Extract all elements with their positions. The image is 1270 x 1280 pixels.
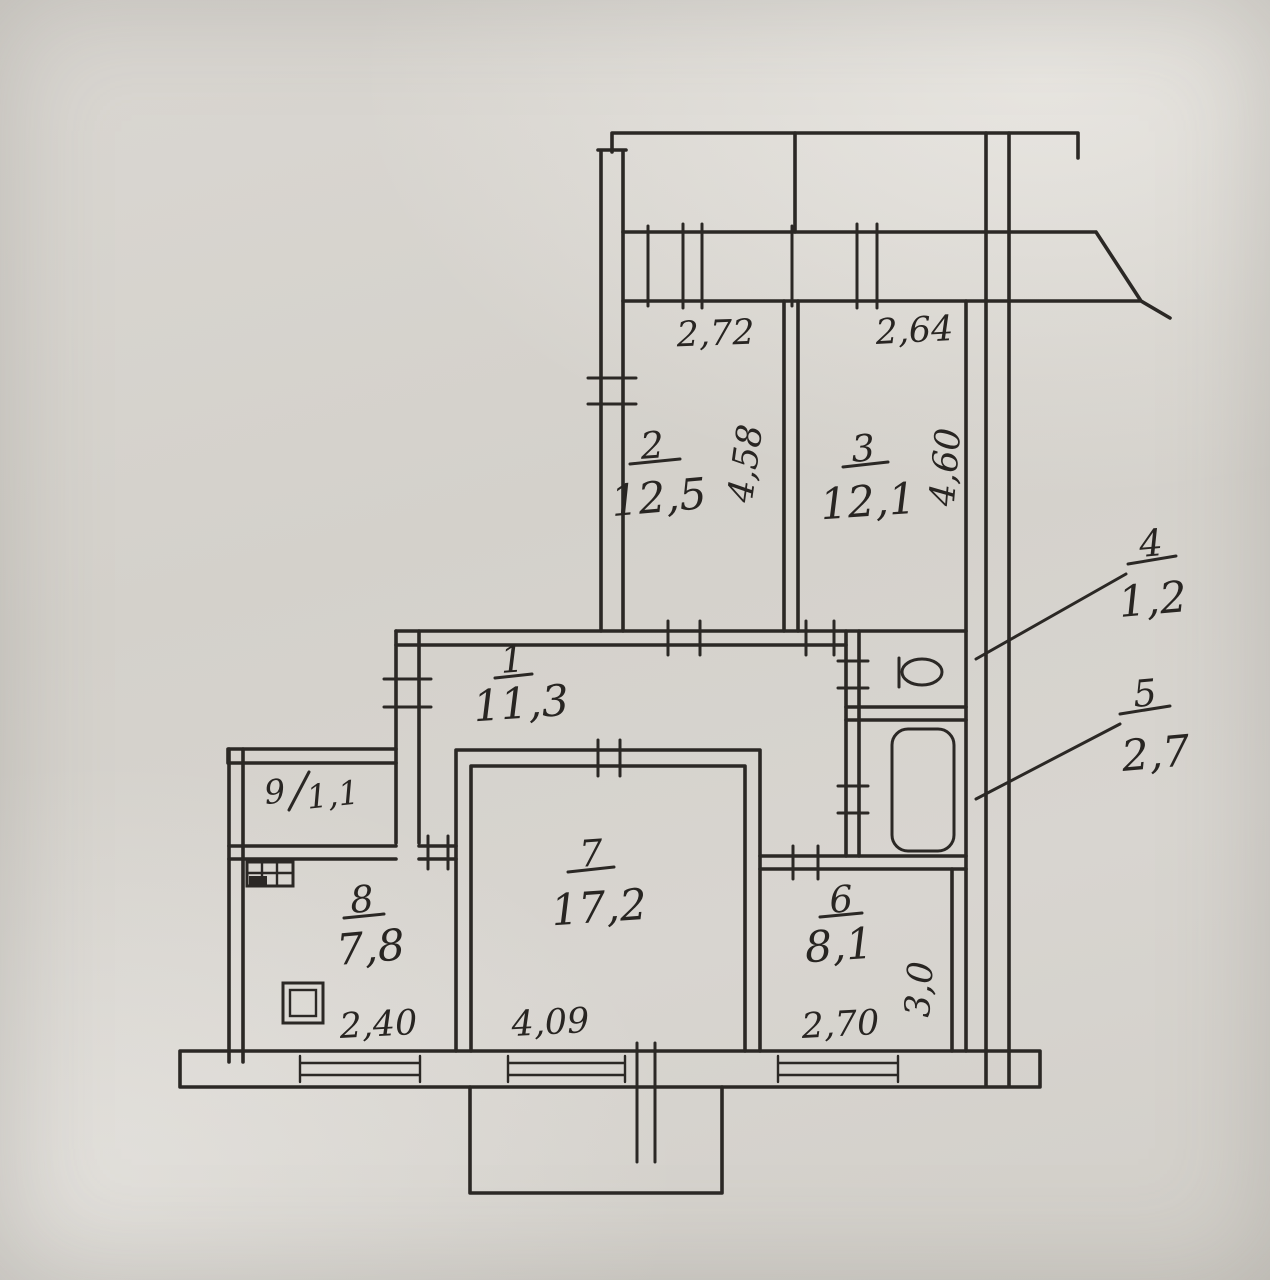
- dim-room2-depth: 4,58: [721, 422, 772, 506]
- room-5-number-label: 5: [1131, 671, 1158, 716]
- room-3-area-label: 12,1: [819, 474, 918, 531]
- room-6-underline: [818, 911, 864, 919]
- bathtub-icon: [890, 727, 956, 853]
- room-3-underline: [841, 460, 890, 469]
- room-2-area-label: 12,5: [609, 469, 709, 527]
- room-4-number-label: 4: [1136, 521, 1164, 566]
- room-7-area-label: 17,2: [550, 880, 649, 937]
- dim-room8-width: 2,40: [337, 1003, 418, 1047]
- room-5-area-label: 2,7: [1119, 726, 1193, 782]
- radiator-icon: [245, 860, 295, 888]
- exterior-walls: [178, 131, 1080, 1089]
- room-9-number-label: 9: [262, 771, 287, 812]
- room-1-underline: [493, 672, 534, 680]
- dim-room6-width: 2,70: [799, 1003, 880, 1047]
- stove-icon: [281, 981, 325, 1025]
- room-8-underline: [342, 912, 386, 920]
- interior-walls: [226, 299, 968, 1053]
- room-9-area-label: 1,1: [305, 772, 361, 816]
- room-9-slash: [287, 770, 311, 812]
- window-ticks: [298, 1041, 900, 1097]
- room-6-area-label: 8,1: [803, 919, 875, 974]
- dim-room2-width: 2,72: [675, 313, 755, 356]
- dim-room7-width: 4,09: [509, 1001, 590, 1045]
- door-ticks: [382, 376, 870, 881]
- room-7-underline: [566, 865, 616, 874]
- dim-room3-depth: 4,60: [923, 426, 970, 508]
- room-8-area-label: 7,8: [335, 920, 407, 976]
- dim-room3-width: 2,64: [873, 309, 954, 353]
- room-1-area-label: 11,3: [472, 676, 571, 733]
- room-4-area-label: 1,2: [1117, 572, 1189, 628]
- annotation-4-leader: [974, 554, 1178, 661]
- bottom-balcony: [468, 1085, 724, 1195]
- dim-room6-depth: 3,0: [898, 960, 942, 1018]
- annotation-5-leader: [974, 704, 1172, 801]
- balcony-band: [621, 222, 1172, 320]
- room-2-underline: [628, 457, 682, 466]
- sink-icon: [897, 656, 944, 689]
